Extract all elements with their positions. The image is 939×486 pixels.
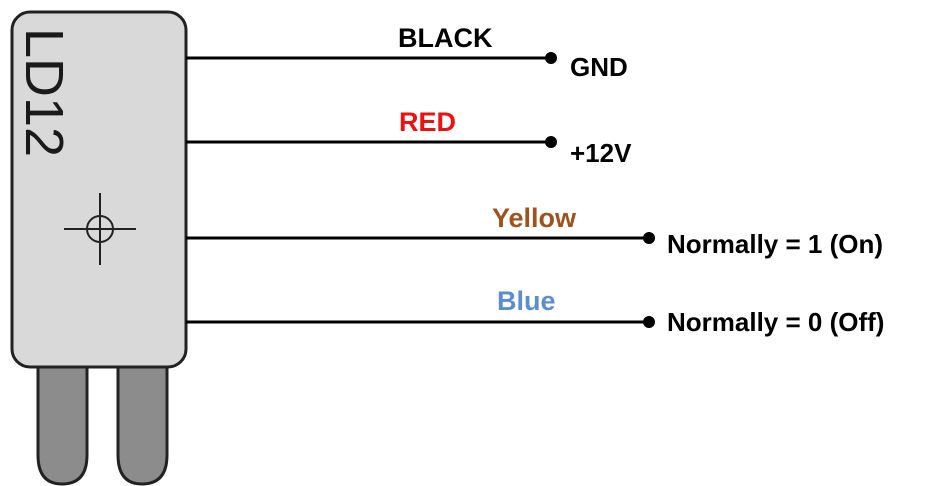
wire-terminal-dot — [643, 232, 655, 244]
sensor-pin-right — [116, 358, 169, 486]
wire-terminal-dot — [545, 136, 557, 148]
wire-color-label: RED — [399, 107, 456, 137]
wire-terminal-dot — [545, 52, 557, 64]
crosshair-icon — [64, 193, 136, 265]
sensor-body — [10, 10, 188, 369]
wire-terminal-label: GND — [570, 52, 628, 82]
wire-color-label: Yellow — [492, 203, 577, 233]
sensor-model-label: LD12 — [14, 28, 74, 157]
sensor-pins — [36, 358, 169, 486]
wire-black: BLACK GND — [186, 23, 628, 82]
wire-terminal-label: +12V — [570, 138, 632, 168]
wire-color-label: BLACK — [398, 23, 493, 53]
wire-red: RED +12V — [186, 107, 632, 168]
wire-terminal-label: Normally = 1 (On) — [667, 229, 883, 259]
sensor-pin-left — [36, 358, 89, 486]
wire-blue: Blue Normally = 0 (Off) — [186, 286, 884, 337]
wire-terminal-dot — [643, 316, 655, 328]
wire-yellow: Yellow Normally = 1 (On) — [186, 203, 883, 259]
wire-color-label: Blue — [497, 286, 556, 316]
wire-terminal-label: Normally = 0 (Off) — [667, 307, 884, 337]
